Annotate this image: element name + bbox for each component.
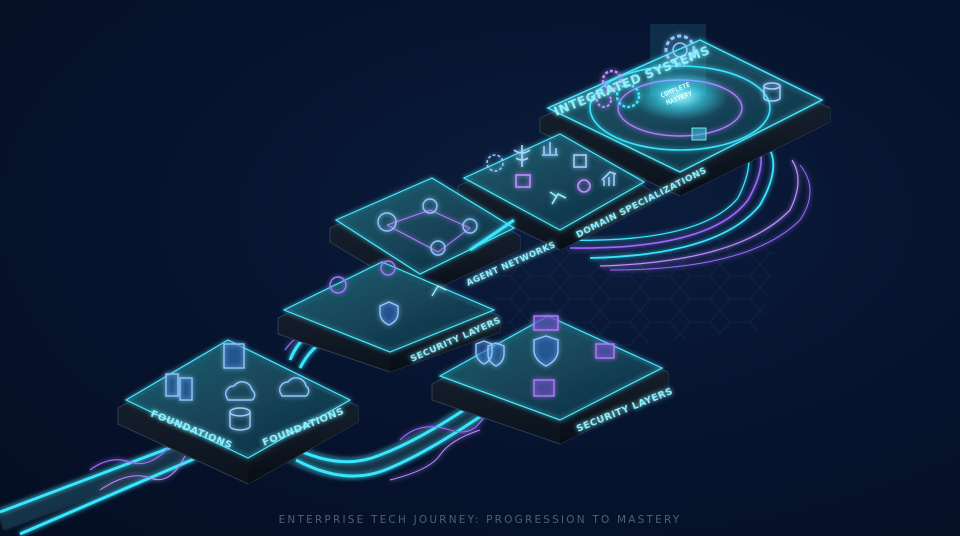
cloud-analytics-icon [279, 377, 310, 397]
database-icon [763, 82, 781, 102]
database-icon [229, 407, 251, 431]
shield-network-icon [379, 301, 399, 326]
platform-integrated-systems: COMPLETE MASTERY INTEGRATED SYSTEMS [539, 24, 831, 197]
firewall-icon [533, 315, 559, 331]
server-rack-icon [165, 373, 179, 397]
platform-foundations: FOUNDATIONS FOUNDATIONS [117, 339, 359, 485]
people-gear-icon [577, 179, 591, 193]
robotic-arm-icon [549, 191, 567, 205]
gears-cluster-icon [596, 69, 641, 109]
bank-icon [515, 174, 531, 188]
network-node-icon [380, 260, 396, 276]
agent-hub-icon [377, 212, 397, 232]
double-shield-icon [475, 340, 505, 367]
agent-icon [430, 240, 446, 256]
cloud-icon [225, 381, 256, 401]
agent-icon [422, 198, 438, 214]
caduceus-icon [513, 145, 531, 167]
illustration-caption: ENTERPRISE TECH JOURNEY: PROGRESSION TO … [278, 514, 682, 526]
shield-icon [533, 335, 559, 367]
platform-security-layers-lower: SECURITY LAYERS [431, 315, 675, 445]
gear-dashboard-icon [486, 154, 504, 172]
firewall-icon [533, 379, 555, 397]
robotic-arm-icon [431, 285, 447, 297]
server-rack-icon [223, 343, 245, 369]
network-node-icon [329, 276, 347, 294]
growth-chart-icon [601, 171, 617, 186]
gear-icon [664, 34, 696, 66]
bar-chart-icon [542, 142, 558, 156]
agent-icon [462, 218, 478, 234]
server-rack-icon [179, 377, 193, 401]
document-gear-icon [573, 154, 587, 168]
firewall-flame-icon [595, 343, 615, 359]
